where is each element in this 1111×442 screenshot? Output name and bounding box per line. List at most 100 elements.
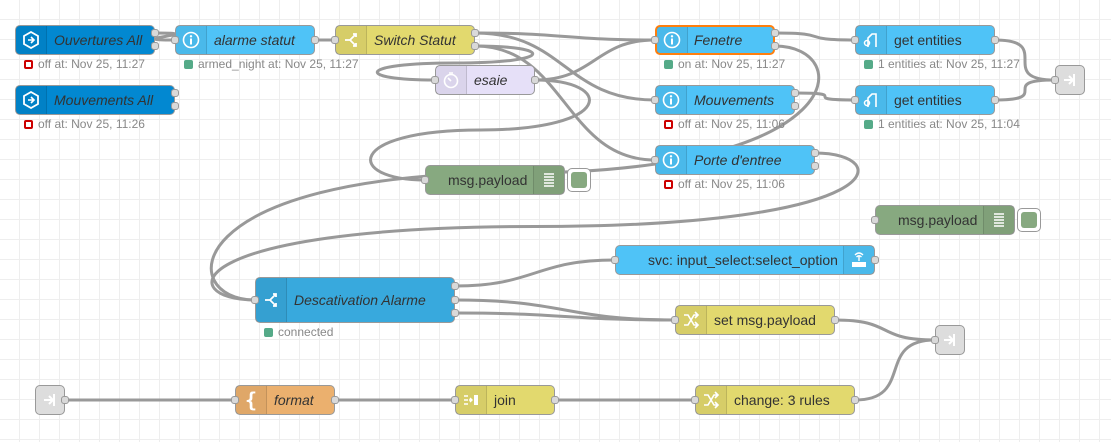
node-mouvements-all[interactable]: Mouvements All [15, 85, 175, 115]
debug-toggle-button[interactable] [567, 168, 591, 192]
node-ouvertures-all[interactable]: Ouvertures All [15, 25, 155, 55]
wire[interactable] [474, 44, 656, 162]
output-port[interactable] [871, 256, 879, 264]
input-port[interactable] [421, 176, 429, 184]
wire[interactable] [774, 31, 856, 42]
output-port[interactable] [451, 309, 459, 317]
node-label: Fenetre [694, 32, 743, 48]
node-status: armed_night at: Nov 25, 11:27 [184, 57, 359, 71]
input-port[interactable] [451, 396, 459, 404]
link-in-icon [36, 386, 66, 414]
wire[interactable] [994, 38, 1056, 82]
node-status: off at: Nov 25, 11:26 [24, 117, 145, 131]
input-port[interactable] [651, 36, 659, 44]
node-label: Porte d'entree [694, 152, 782, 168]
node-fenetre[interactable]: Fenetre [655, 25, 775, 55]
input-port[interactable] [851, 96, 859, 104]
output-port[interactable] [171, 102, 179, 110]
output-port[interactable] [471, 29, 479, 37]
wire[interactable] [454, 258, 616, 288]
node-get-entities-2[interactable]: get entities [855, 85, 995, 115]
node-link-in[interactable] [35, 385, 65, 415]
wire[interactable] [153, 31, 177, 42]
status-dot-icon [664, 179, 673, 189]
node-label: Ouvertures All [54, 32, 143, 48]
output-port[interactable] [851, 396, 859, 404]
output-port[interactable] [811, 162, 819, 170]
output-port[interactable] [151, 42, 159, 50]
node-change-3-rules[interactable]: change: 3 rules [695, 385, 855, 415]
wire[interactable] [369, 78, 591, 182]
input-port[interactable] [691, 396, 699, 404]
node-set-msg-payload[interactable]: set msg.payload [675, 305, 835, 335]
output-port[interactable] [151, 29, 159, 37]
node-get-entities-1[interactable]: get entities [855, 25, 995, 55]
wire[interactable] [474, 31, 656, 42]
input-port[interactable] [171, 36, 179, 44]
node-porte-entree[interactable]: Porte d'entree [655, 145, 815, 175]
output-port[interactable] [791, 102, 799, 110]
output-port[interactable] [451, 296, 459, 304]
wire[interactable] [474, 31, 656, 102]
node-join[interactable]: join [455, 385, 555, 415]
wire[interactable] [834, 318, 936, 342]
wire[interactable] [210, 151, 860, 302]
input-port[interactable] [651, 96, 659, 104]
node-link-out-2[interactable] [935, 325, 965, 355]
input-port[interactable] [1051, 76, 1059, 84]
input-port[interactable] [331, 36, 339, 44]
input-port[interactable] [871, 216, 879, 224]
node-debug-1[interactable]: msg.payload [425, 165, 591, 195]
input-port[interactable] [251, 296, 259, 304]
output-port[interactable] [771, 29, 779, 37]
node-descativation-alarme[interactable]: Descativation Alarme [255, 277, 455, 323]
home-assistant-icon [16, 86, 47, 114]
node-label: svc: input_select:select_option [648, 252, 838, 268]
output-port[interactable] [171, 89, 179, 97]
node-label: Switch Statut [374, 32, 456, 48]
node-esaie[interactable]: esaie [435, 65, 535, 95]
node-svc-input-select[interactable]: svc: input_select:select_option [615, 245, 875, 275]
input-port[interactable] [231, 396, 239, 404]
wire[interactable] [375, 44, 535, 82]
output-port[interactable] [991, 96, 999, 104]
output-port[interactable] [551, 396, 559, 404]
input-port[interactable] [611, 256, 619, 264]
output-port[interactable] [791, 89, 799, 97]
input-port[interactable] [931, 336, 939, 344]
input-port[interactable] [651, 156, 659, 164]
input-port[interactable] [851, 36, 859, 44]
output-port[interactable] [311, 36, 319, 44]
input-port[interactable] [431, 76, 439, 84]
info-icon [656, 146, 687, 174]
output-port[interactable] [451, 282, 459, 290]
status-text: armed_night at: Nov 25, 11:27 [198, 57, 359, 71]
output-port[interactable] [831, 316, 839, 324]
output-port[interactable] [771, 42, 779, 50]
input-port[interactable] [671, 316, 679, 324]
wire[interactable] [854, 338, 936, 402]
router-icon [843, 246, 874, 274]
status-text: off at: Nov 25, 11:27 [38, 57, 145, 71]
shuffle-icon [676, 306, 707, 334]
status-text: connected [278, 325, 334, 339]
status-dot-icon [24, 119, 33, 129]
wire[interactable] [794, 91, 856, 102]
wire[interactable] [994, 78, 1056, 102]
status-text: off at: Nov 25, 11:06 [678, 117, 785, 131]
node-debug-2[interactable]: msg.payload [875, 205, 1041, 235]
debug-toggle-button[interactable] [1017, 208, 1041, 232]
node-alarme-statut[interactable]: alarme statut [175, 25, 315, 55]
node-format[interactable]: { format [235, 385, 335, 415]
output-port[interactable] [991, 36, 999, 44]
node-link-out-1[interactable] [1055, 65, 1085, 95]
wire[interactable] [534, 38, 656, 82]
output-port[interactable] [531, 76, 539, 84]
node-mouvements[interactable]: Mouvements [655, 85, 795, 115]
output-port[interactable] [471, 42, 479, 50]
output-port[interactable] [811, 149, 819, 157]
output-port[interactable] [61, 396, 69, 404]
node-switch-statut[interactable]: Switch Statut [335, 25, 475, 55]
wire[interactable] [454, 311, 676, 322]
output-port[interactable] [331, 396, 339, 404]
